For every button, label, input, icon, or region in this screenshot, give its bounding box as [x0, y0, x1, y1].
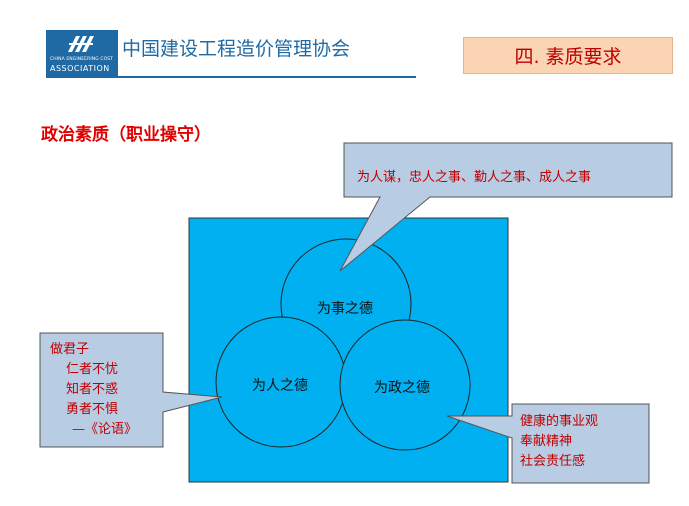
callout-left-line: 仁者不忧 — [66, 362, 119, 377]
logo-text-small: CHINA ENGINEERING COST — [50, 57, 114, 62]
callout-right-line: 健康的事业观 — [520, 414, 599, 429]
header-divider — [46, 76, 416, 78]
circle-governance-virtue — [339, 319, 471, 451]
callout-left-line: 知者不惑 — [66, 382, 119, 397]
section-title: 四. 素质要求 — [514, 46, 622, 68]
org-name: 中国建设工程造价管理协会 — [122, 38, 351, 60]
callout-left-line: 勇者不惧 — [66, 402, 119, 417]
logo-text-big: ASSOCIATION — [50, 64, 110, 73]
callout-right-shape — [446, 403, 650, 484]
callout-top-shape — [339, 142, 673, 272]
circle-label-personal: 为人之德 — [252, 378, 308, 394]
callout-top-line: 为人谋，忠人之事、勤人之事、成人之事 — [357, 170, 592, 185]
association-logo: CHINA ENGINEERING COST ASSOCIATION — [46, 30, 118, 76]
callout-left-line: —《论语》 — [72, 422, 138, 437]
callout-right-text: 健康的事业观 奉献精神 社会责任感 — [520, 412, 598, 472]
callout-left-text: 做君子 仁者不忧 知者不惑 勇者不惧 —《论语》 — [50, 340, 137, 440]
circle-label-affairs: 为事之德 — [317, 301, 373, 317]
circle-label-governance: 为政之德 — [374, 380, 430, 396]
callout-left-shape — [39, 332, 223, 448]
callout-right-line: 奉献精神 — [520, 434, 573, 449]
slide-title: 政治素质（职业操守） — [41, 125, 211, 145]
callout-right-line: 社会责任感 — [520, 454, 586, 469]
logo-mark-icon — [68, 36, 94, 52]
section-title-box: 四. 素质要求 — [463, 37, 673, 74]
callout-left-line: 做君子 — [50, 342, 90, 357]
callout-top-text: 为人谋，忠人之事、勤人之事、成人之事 — [357, 168, 591, 188]
